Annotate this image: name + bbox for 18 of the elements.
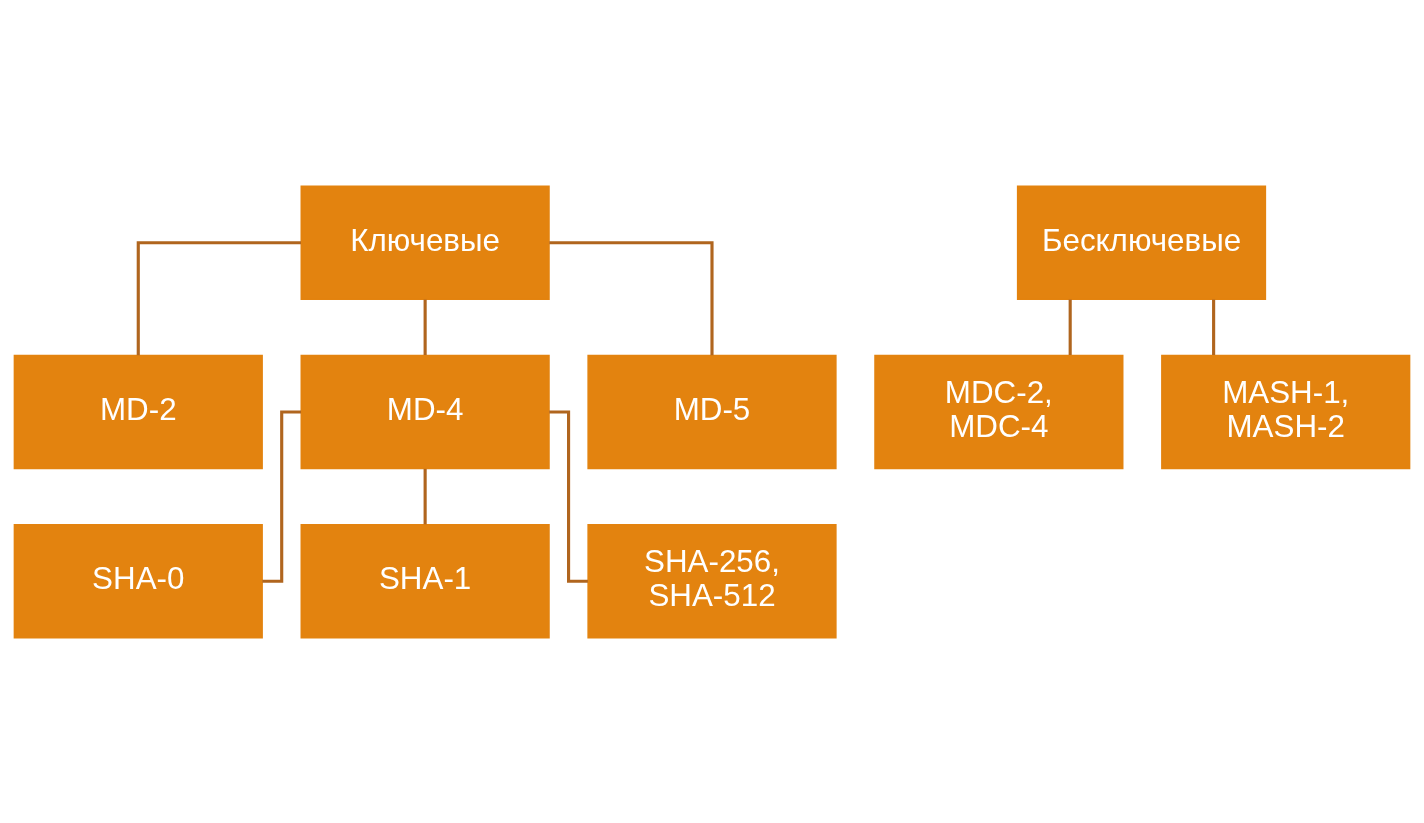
node-box: SHA-256, SHA-512	[587, 523, 837, 638]
connector	[423, 468, 427, 524]
connector	[1068, 299, 1072, 355]
node-box: SHA-0	[13, 523, 263, 638]
node-box: Бесключевые	[1016, 185, 1267, 300]
node-box: MDC-2, MDC-4	[874, 354, 1124, 469]
connector	[1212, 299, 1216, 355]
connector	[549, 240, 714, 355]
connector	[136, 240, 301, 355]
connector	[423, 299, 427, 355]
connector	[549, 409, 588, 583]
node-box: MASH-1, MASH-2	[1161, 354, 1411, 469]
connector	[262, 409, 302, 583]
node-box: MD-5	[587, 354, 837, 469]
node-box: Ключевые	[300, 185, 550, 300]
node-box: MD-4	[300, 354, 550, 469]
node-box: MD-2	[13, 354, 263, 469]
node-box: SHA-1	[300, 523, 550, 638]
